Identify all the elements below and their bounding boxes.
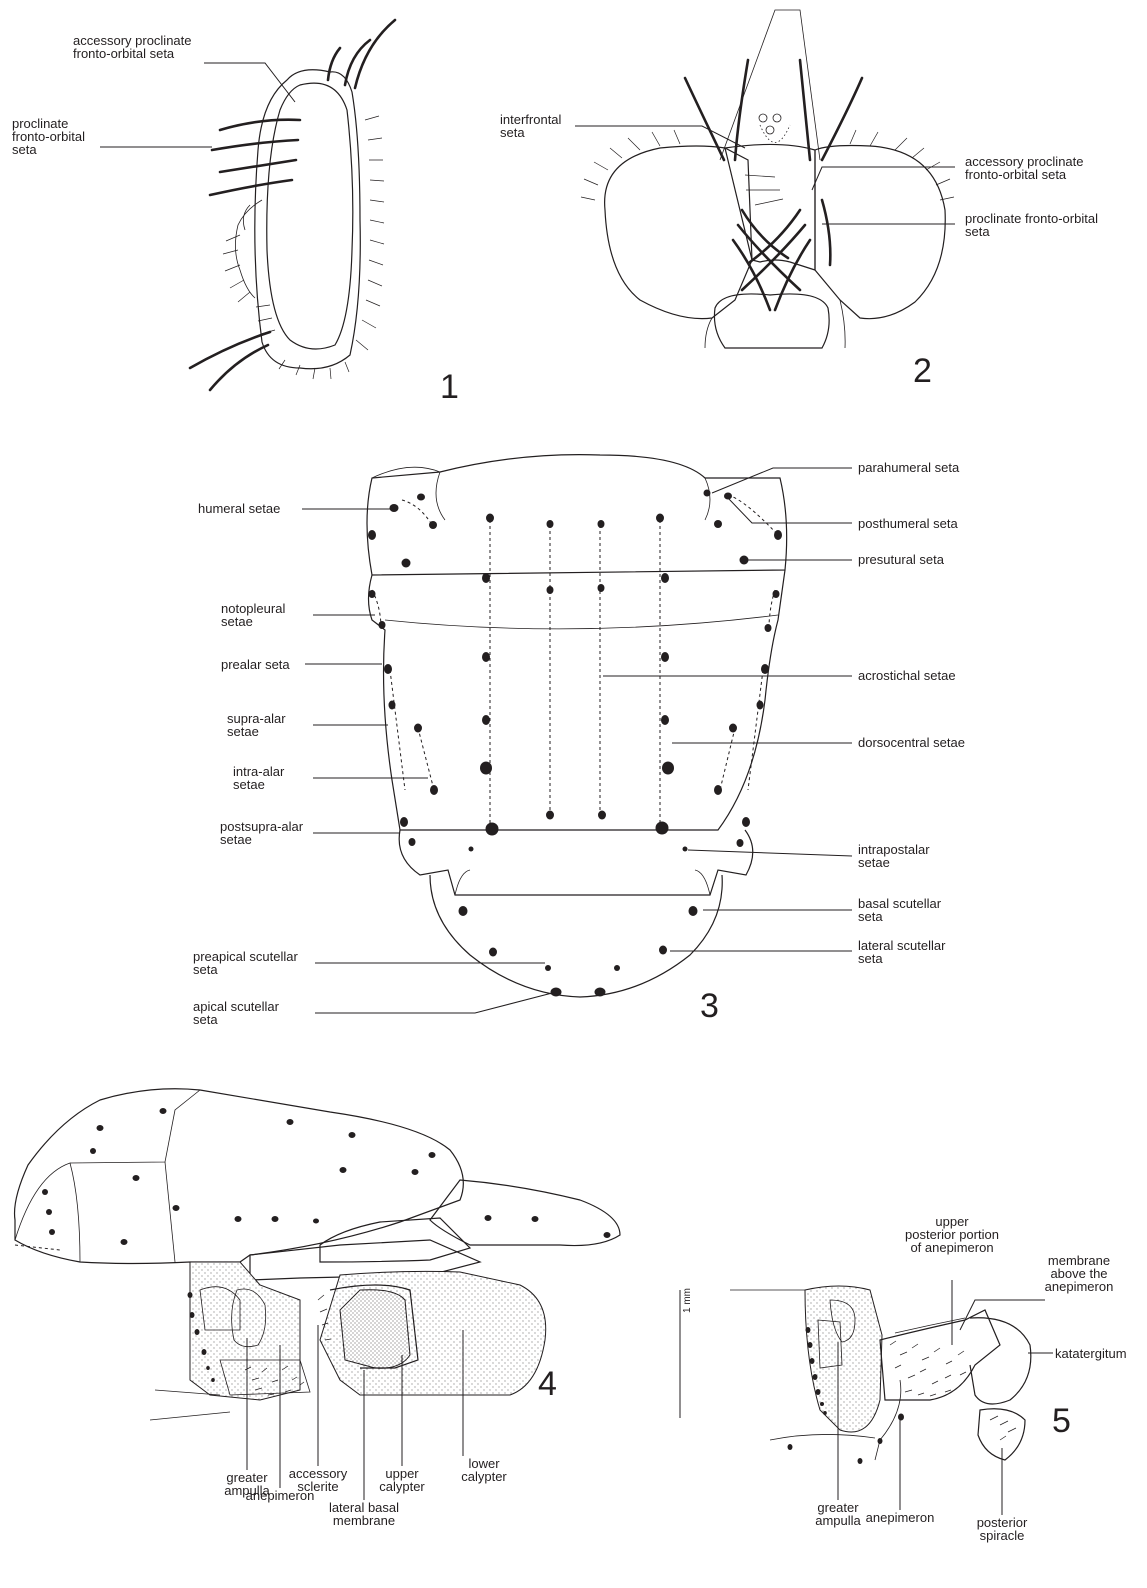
figure-3-thorax-dorsal	[367, 455, 787, 997]
scale-bar-label: 1 mm	[682, 1288, 693, 1313]
figure-numbers: 1 2 3 4 5	[440, 352, 1071, 1440]
fig2-bristles	[685, 60, 862, 310]
fig5-labels-label-4: anepimeron	[866, 1510, 935, 1525]
fig5-labels-label-2: katatergitum	[1055, 1346, 1127, 1361]
figure-4-thorax-lateral	[15, 1089, 620, 1420]
fig3-labels-right-label-2: presutural seta	[858, 552, 945, 567]
figure-5-lateral-detail	[730, 1286, 1031, 1464]
figure-number-2: 2	[913, 352, 932, 390]
fig3-dashed-rows	[372, 495, 778, 830]
fig3-labels-right-label-3: acrostichal setae	[858, 668, 956, 683]
figure-number-1: 1	[440, 368, 459, 406]
fig3-labels-left-label-0: humeral setae	[198, 501, 280, 516]
fig4-labels-label-4: anepimeron	[246, 1488, 315, 1503]
figure-1-head-lateral	[190, 20, 395, 390]
figure-number-3: 3	[700, 987, 719, 1025]
figure-number-4: 4	[538, 1365, 557, 1403]
figure-2-head-frontal	[581, 10, 954, 348]
scale-bar: 1 mm	[680, 1288, 693, 1418]
fig3-labels-right-label-4: dorsocentral setae	[858, 735, 965, 750]
fig3-labels-left-label-2: prealar seta	[221, 657, 290, 672]
fig3-labels-right-label-0: parahumeral seta	[858, 460, 960, 475]
figure-number-5: 5	[1052, 1402, 1071, 1440]
fig3-labels-right-label-1: posthumeral seta	[858, 516, 958, 531]
